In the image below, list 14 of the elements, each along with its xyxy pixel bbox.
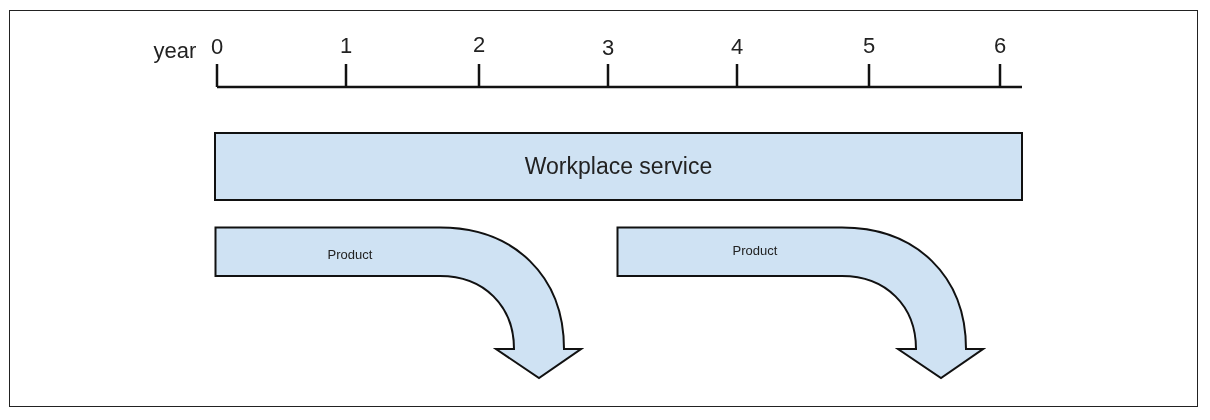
- axis-title: year: [153, 38, 197, 64]
- tick-label: 2: [472, 32, 486, 58]
- tick-label: 1: [339, 33, 353, 59]
- tick-label: 0: [210, 34, 224, 60]
- curved-arrow-shape: [616, 226, 986, 381]
- service-bar: [214, 132, 1023, 201]
- curved-arrow-shape: [214, 226, 584, 381]
- tick-label: 6: [993, 33, 1007, 59]
- bar-label: Workplace service: [524, 153, 713, 180]
- arrow-label: Product: [327, 247, 373, 262]
- arrow-label: Product: [732, 243, 778, 258]
- tick-label: 4: [730, 34, 744, 60]
- tick-label: 3: [601, 35, 615, 61]
- tick-label: 5: [862, 33, 876, 59]
